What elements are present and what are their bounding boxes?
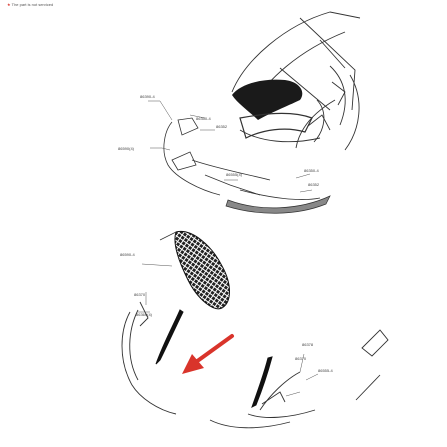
label-part-9: 86360(4) — [136, 312, 153, 317]
front-grille — [174, 230, 230, 310]
emblem-bracket — [159, 231, 177, 241]
label-part-12: 86370 — [295, 356, 307, 361]
grille-bracket — [163, 117, 321, 200]
label-part-5: 86350-4 — [304, 168, 319, 173]
left-black-trim — [155, 309, 184, 365]
leader-lines — [138, 100, 319, 397]
hood-panel — [232, 79, 303, 120]
bumper-upper-panel — [239, 112, 313, 139]
label-part-6: 86352 — [308, 182, 320, 187]
part-note: ★ The part is not serviced — [7, 2, 53, 7]
lower-right-trim — [209, 329, 389, 429]
car-body-outline — [231, 11, 361, 151]
red-arrow-icon — [182, 334, 234, 374]
lower-trim-bar — [225, 195, 331, 214]
label-part-3: 86352 — [216, 124, 228, 129]
label-part-10: 86378 — [302, 342, 314, 347]
lower-left-trim — [121, 301, 177, 415]
star-icon: ★ — [7, 2, 11, 7]
label-part-13: 86555(4) — [226, 172, 243, 177]
label-part-11: 86555-4 — [318, 368, 333, 373]
label-part-7: 86590-4 — [120, 252, 135, 257]
label-part-4: 86590(4) — [118, 146, 135, 151]
label-part-8: 86370 — [134, 292, 146, 297]
label-part-1: 86390-4 — [140, 94, 155, 99]
part-note-text: The part is not serviced — [11, 2, 54, 7]
right-black-trim — [251, 356, 273, 409]
label-part-2: 86350-4 — [196, 116, 211, 121]
